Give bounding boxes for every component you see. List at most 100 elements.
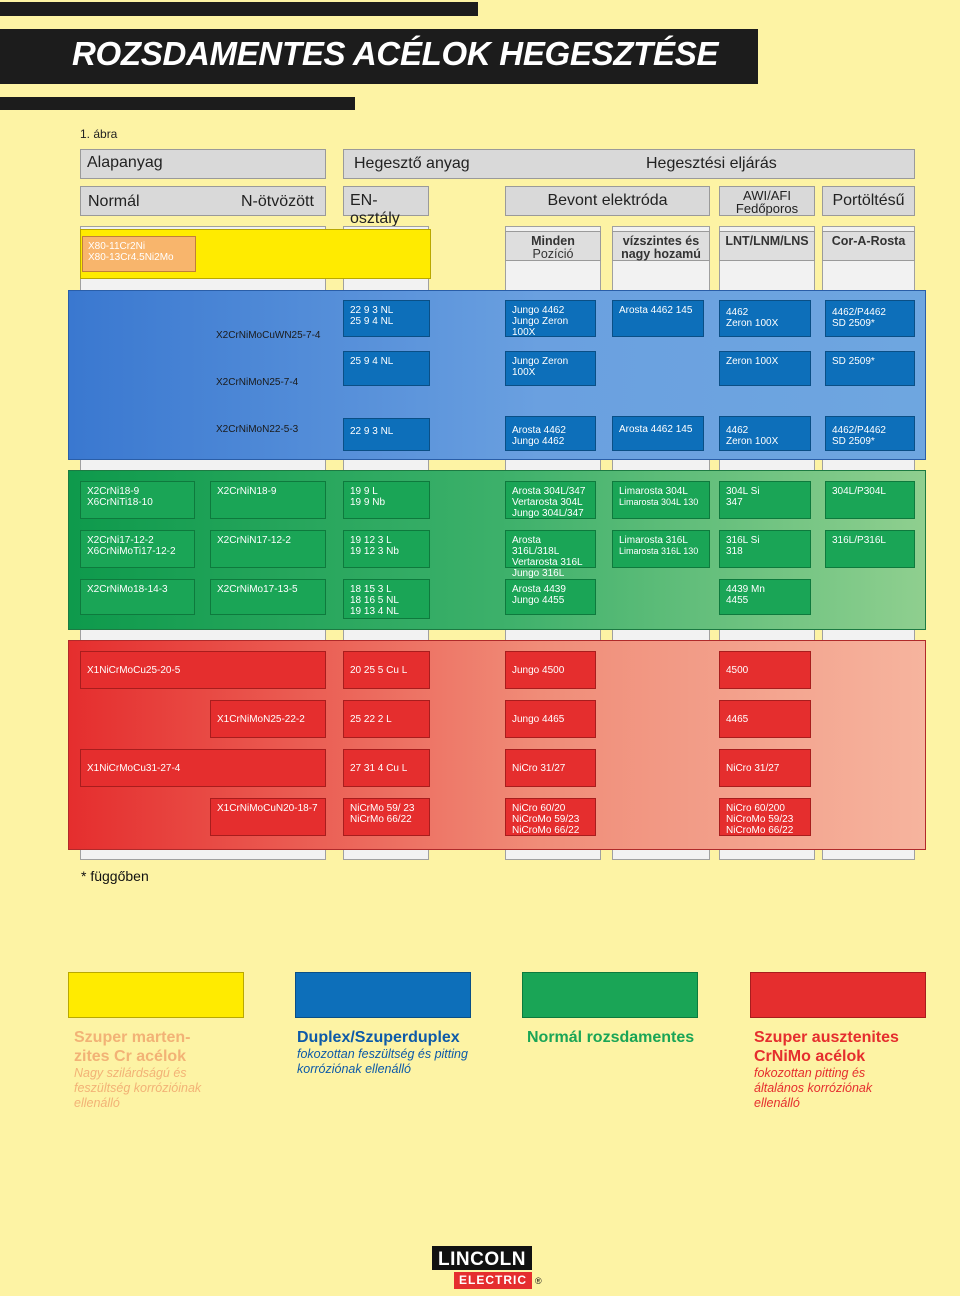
blue-nalloy-2: X2CrNiMoN25-7-4 — [216, 377, 299, 388]
footnote: * függőben — [81, 868, 149, 884]
green-lnt-2b: 318 — [726, 546, 743, 557]
legend-green-title: Normál rozsdamentes — [527, 1029, 695, 1046]
legend-yellow-sub: Nagy szilárdságú és feszültség korróziói… — [74, 1066, 202, 1110]
red-normal-3: X1NiCrMoCu31-27-4 — [80, 749, 326, 787]
header-process: Hegesztési eljárás — [646, 155, 777, 172]
legend-yellow-text: Szuper marten- zites Cr acélok Nagy szil… — [74, 1028, 274, 1111]
yellow-steel-2: X80-13Cr4.5Ni2Mo — [88, 252, 174, 263]
green-nalloy-2: X2CrNiN17-12-2 — [210, 530, 326, 568]
green-en-3b: 18 16 5 NL — [350, 595, 399, 606]
green-en-2b: 19 12 3 Nb — [350, 546, 399, 557]
header-tig: AWI/AFI Fedőporos — [719, 186, 815, 216]
blue-cored-3b: SD 2509* — [832, 436, 875, 447]
green-normal-3a: X2CrNiMo18-14-3 — [87, 584, 168, 595]
blue-cored-1b: SD 2509* — [832, 318, 875, 329]
blue-nalloy-3: X2CrNiMoN22-5-3 — [216, 424, 299, 435]
green-allpos-1b: Vertarosta 304L — [512, 497, 583, 508]
red-lnt-1: 4500 — [719, 651, 811, 689]
legend-swatch-green — [522, 972, 698, 1018]
header-base: Alapanyag — [80, 149, 326, 179]
red-lnt-1a: 4500 — [726, 665, 749, 676]
red-en-1a: 20 25 5 Cu L — [350, 665, 408, 676]
green-nalloy-3a: X2CrNiMo17-13-5 — [217, 584, 298, 595]
blue-allpos-3a: Arosta 4462 — [512, 425, 566, 436]
header-tig-1: AWI/AFI — [743, 188, 791, 203]
red-nalloy-4a: X1CrNiMoCuN20-18-7 — [217, 803, 318, 814]
red-allpos-3: NiCro 31/27 — [505, 749, 596, 787]
header-cored: Portöltésű — [822, 186, 915, 216]
red-normal-3a: X1NiCrMoCu31-27-4 — [87, 763, 181, 774]
legend-red-sub: fokozottan pitting és általános korrózió… — [754, 1066, 873, 1110]
header-any-pos-1: Minden — [531, 234, 575, 248]
blue-lnt-3b: Zeron 100X — [726, 436, 779, 447]
red-en-3: 27 31 4 Cu L — [343, 749, 430, 787]
green-flat-1b: Limarosta 304L 130 — [619, 497, 699, 507]
red-en-3a: 27 31 4 Cu L — [350, 763, 408, 774]
green-nalloy-3: X2CrNiMo17-13-5 — [210, 579, 326, 615]
green-allpos-2a: Arosta 316L/318L — [512, 535, 560, 557]
legend-blue-title: Duplex/Szuperduplex — [297, 1029, 460, 1046]
red-allpos-2: Jungo 4465 — [505, 700, 596, 738]
page-title: ROZSDAMENTES ACÉLOK HEGESZTÉSE — [0, 29, 758, 84]
red-nalloy-4: X1CrNiMoCuN20-18-7 — [210, 798, 326, 836]
header-en-class: EN-osztály — [343, 186, 429, 227]
header-flat: vízszintes és nagy hozamú — [612, 231, 710, 261]
header-coated: Bevont elektróda — [505, 186, 710, 216]
green-normal-3: X2CrNiMo18-14-3 — [80, 579, 195, 615]
red-lnt-3a: NiCro 31/27 — [726, 763, 780, 774]
green-nalloy-2a: X2CrNiN17-12-2 — [217, 535, 291, 546]
lincoln-logo: LINCOLN ELECTRIC ® — [432, 1246, 546, 1290]
red-allpos-4c: NiCroMo 66/22 — [512, 825, 580, 836]
legend-red-text: Szuper ausztenites CrNiMo acélok fokozot… — [754, 1028, 954, 1111]
blue-en-1b: 25 9 4 NL — [350, 316, 394, 327]
blue-flat-3a: Arosta 4462 145 — [619, 424, 693, 435]
green-cored-2a: 316L/P316L — [832, 535, 886, 546]
green-lnt-2a: 316L Si — [726, 535, 760, 546]
red-normal-1a: X1NiCrMoCu25-20-5 — [87, 665, 181, 676]
green-en-1b: 19 9 Nb — [350, 497, 386, 508]
green-en-3a: 18 15 3 L — [350, 584, 392, 595]
green-flat-2b: Limarosta 316L 130 — [619, 546, 699, 556]
red-nalloy-2a: X1CrNiMoN25-22-2 — [217, 714, 305, 725]
legend-red-title: Szuper ausztenites CrNiMo acélok — [754, 1029, 899, 1065]
green-lnt-3b: 4455 — [726, 595, 749, 606]
green-cored-2: 316L/P316L — [825, 530, 915, 568]
red-allpos-3a: NiCro 31/27 — [512, 763, 566, 774]
header-normal-nalloy: Normál N-ötvözött — [80, 186, 326, 216]
green-normal-1a: X2CrNi18-9 — [87, 486, 140, 497]
green-allpos-2b: Vertarosta 316L — [512, 557, 583, 568]
header-filler-process: Hegesztő anyag Hegesztési eljárás — [343, 149, 915, 179]
red-allpos-4a: NiCro 60/20 — [512, 803, 566, 814]
blue-allpos-2: Jungo Zeron 100X — [505, 351, 596, 386]
green-nalloy-1: X2CrNiN18-9 — [210, 481, 326, 519]
header-cor: Cor-A-Rosta — [822, 231, 915, 261]
figure-label: 1. ábra — [80, 127, 118, 141]
logo-top: LINCOLN — [432, 1246, 532, 1270]
red-en-2a: 25 22 2 L — [350, 714, 392, 725]
blue-allpos-2a: Jungo Zeron 100X — [512, 356, 569, 378]
blue-lnt-2a: Zeron 100X — [726, 356, 779, 367]
top-bar — [0, 2, 478, 16]
blue-allpos-1a: Jungo 4462 — [512, 305, 565, 316]
green-allpos-3b: Jungo 4455 — [512, 595, 565, 606]
red-nalloy-2: X1CrNiMoN25-22-2 — [210, 700, 326, 738]
blue-nalloy-1: X2CrNiMoCuWN25-7-4 — [216, 330, 321, 341]
blue-en-3: 22 9 3 NL — [343, 418, 430, 451]
green-normal-2b: X6CrNiMoTi17-12-2 — [87, 546, 176, 557]
header-n-alloy: N-ötvözött — [241, 193, 314, 210]
red-lnt-2a: 4465 — [726, 714, 749, 725]
